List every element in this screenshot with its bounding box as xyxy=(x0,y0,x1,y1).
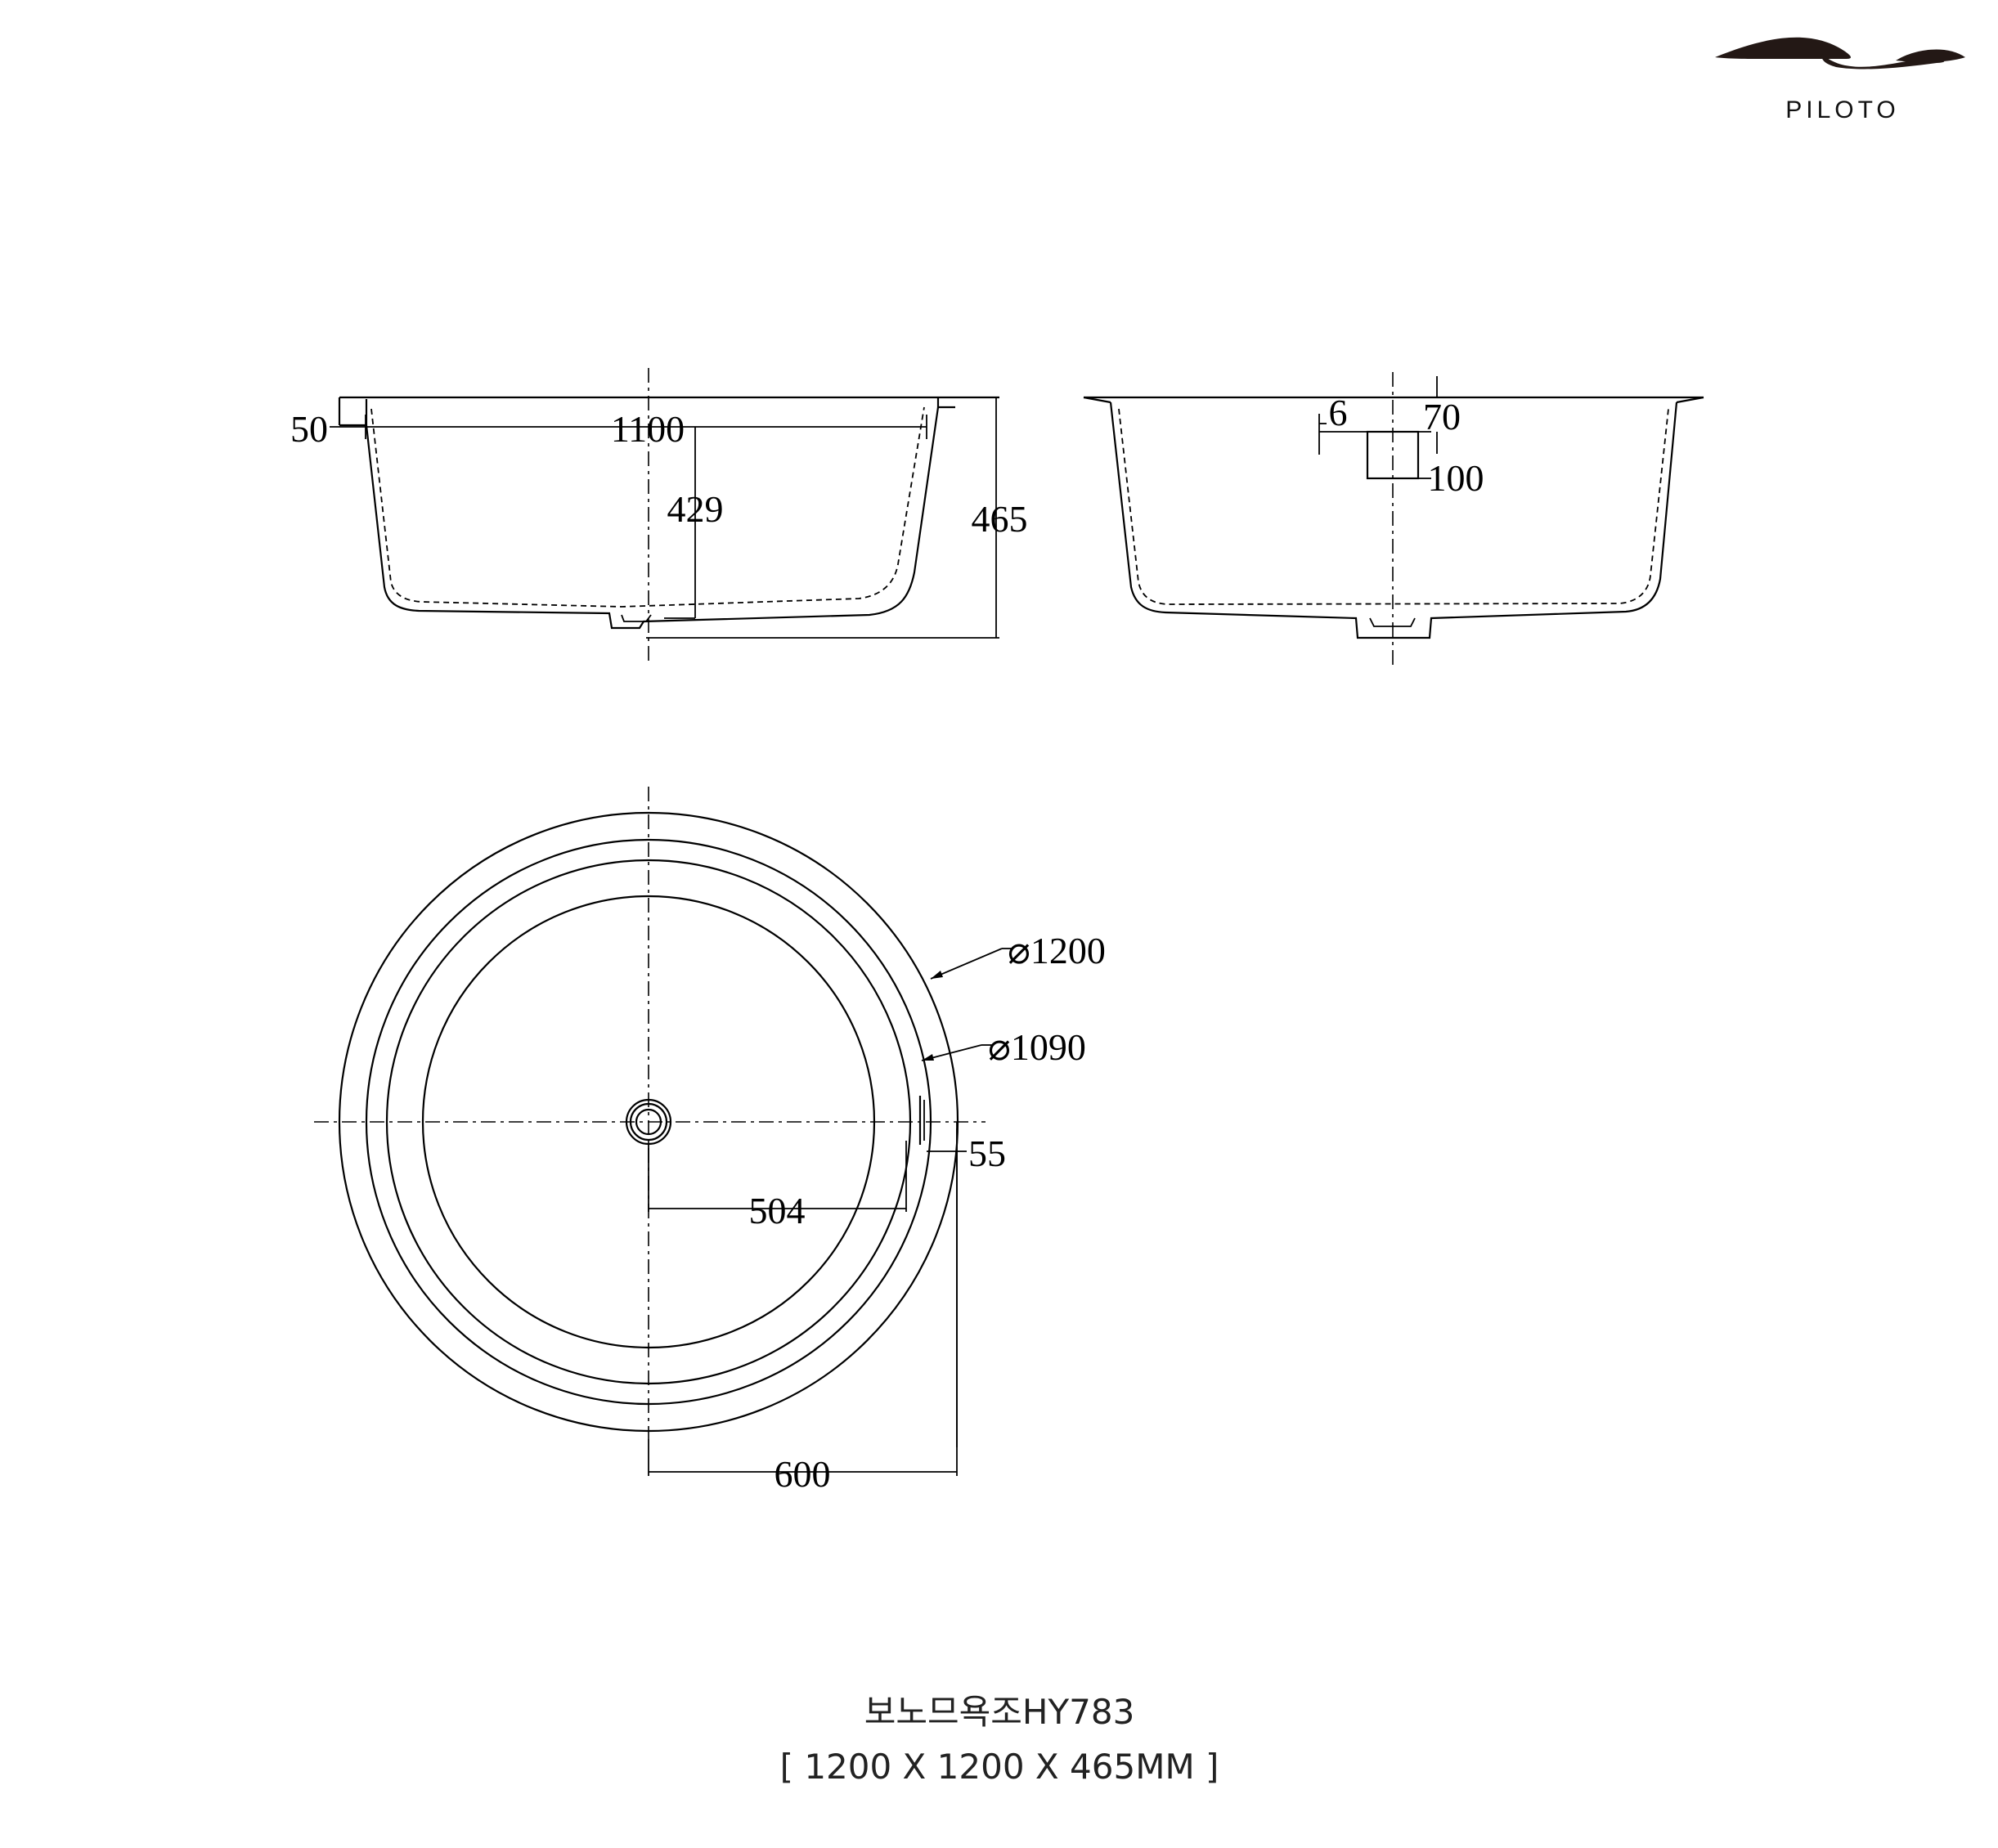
side-view xyxy=(1083,372,1704,666)
dim-inner-depth: 429 xyxy=(667,488,724,530)
dim-outer-radius: 600 xyxy=(775,1453,831,1495)
product-dimensions: [ 1200 X 1200 X 465MM ] xyxy=(780,1747,1219,1787)
piloto-wave-logo-icon xyxy=(1715,37,1965,70)
dim-inner-radius: 504 xyxy=(749,1190,806,1231)
dim-outer-diameter: ⌀1200 xyxy=(1008,930,1106,971)
dim-overflow-offset: 70 xyxy=(1423,396,1461,437)
dim-overflow-width: 6 xyxy=(1329,392,1348,433)
brand-name: PILOTO xyxy=(1785,96,1899,123)
dim-rim-width: 55 xyxy=(968,1133,1006,1174)
dim-overflow-height: 100 xyxy=(1428,457,1484,499)
front-view-dimensions: 50 1100 429 465 xyxy=(290,397,1028,639)
top-view xyxy=(314,787,986,1439)
top-view-dimensions: ⌀1200 ⌀1090 55 504 600 xyxy=(648,930,1106,1495)
dim-total-height: 465 xyxy=(972,498,1028,540)
front-view xyxy=(338,368,999,664)
dim-inner-diameter: ⌀1090 xyxy=(988,1026,1086,1068)
side-view-dimensions: 6 70 100 xyxy=(1318,376,1484,499)
dim-inner-width: 1100 xyxy=(611,408,685,450)
product-name: 보노므욕조HY783 xyxy=(864,1692,1135,1732)
dim-rim-step: 50 xyxy=(290,408,328,450)
